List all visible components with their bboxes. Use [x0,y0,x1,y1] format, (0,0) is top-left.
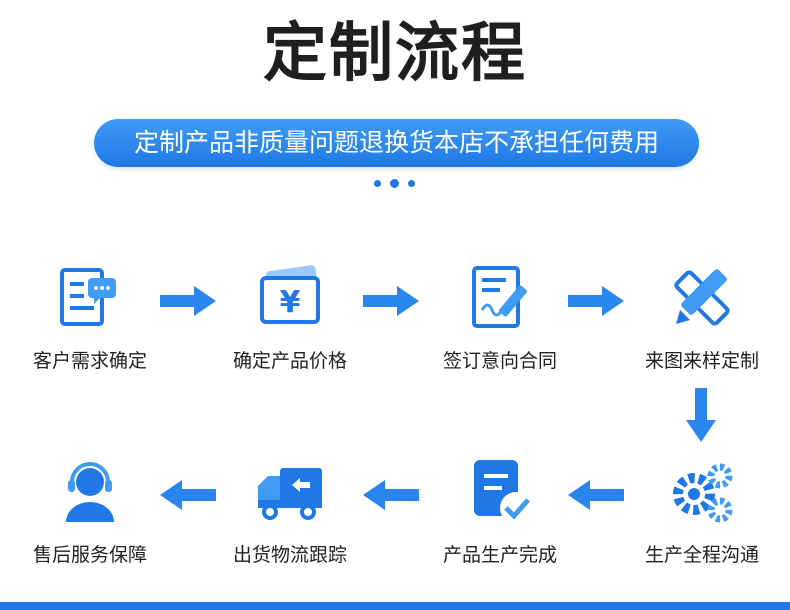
arrow-down-icon [686,388,716,442]
step-label: 签订意向合同 [442,350,557,372]
bottom-accent-bar [0,602,790,610]
requirements-document-icon [54,262,126,334]
arrow-right-icon [160,286,216,316]
customer-service-icon [54,456,126,528]
step-label: 售后服务保障 [32,544,147,566]
step-customer-requirements: 客户需求确定 [10,262,170,373]
arrow-right-icon [568,286,624,316]
step-label: 生产全程沟通 [644,544,759,566]
completed-document-icon [464,456,536,528]
delivery-truck-icon [254,456,326,528]
svg-text:¥: ¥ [280,285,301,320]
arrow-right-icon [363,286,419,316]
step-after-sales: 售后服务保障 [10,456,170,567]
step-logistics-tracking: 出货物流跟踪 [210,456,370,567]
step-label: 来图来样定制 [644,350,759,372]
contract-sign-icon [464,262,536,334]
step-sign-contract: 签订意向合同 [420,262,580,373]
step-confirm-price: ¥ 确定产品价格 [210,262,370,373]
notice-banner: 定制产品非质量问题退换货本店不承担任何费用 [94,119,699,167]
decorative-dots [374,179,416,190]
yuan-price-icon: ¥ [254,262,326,334]
step-custom-drawing: 来图来样定制 [622,262,782,373]
gears-icon [666,456,738,528]
step-production-complete: 产品生产完成 [420,456,580,567]
page-title: 定制流程 [263,17,527,91]
pencil-ruler-icon [666,262,738,334]
step-production-communication: 生产全程沟通 [622,456,782,567]
step-label: 客户需求确定 [32,350,147,372]
arrow-left-icon [568,480,624,510]
step-label: 产品生产完成 [442,544,557,566]
step-label: 出货物流跟踪 [232,544,347,566]
step-label: 确定产品价格 [232,350,347,372]
arrow-left-icon [363,480,419,510]
arrow-left-icon [160,480,216,510]
